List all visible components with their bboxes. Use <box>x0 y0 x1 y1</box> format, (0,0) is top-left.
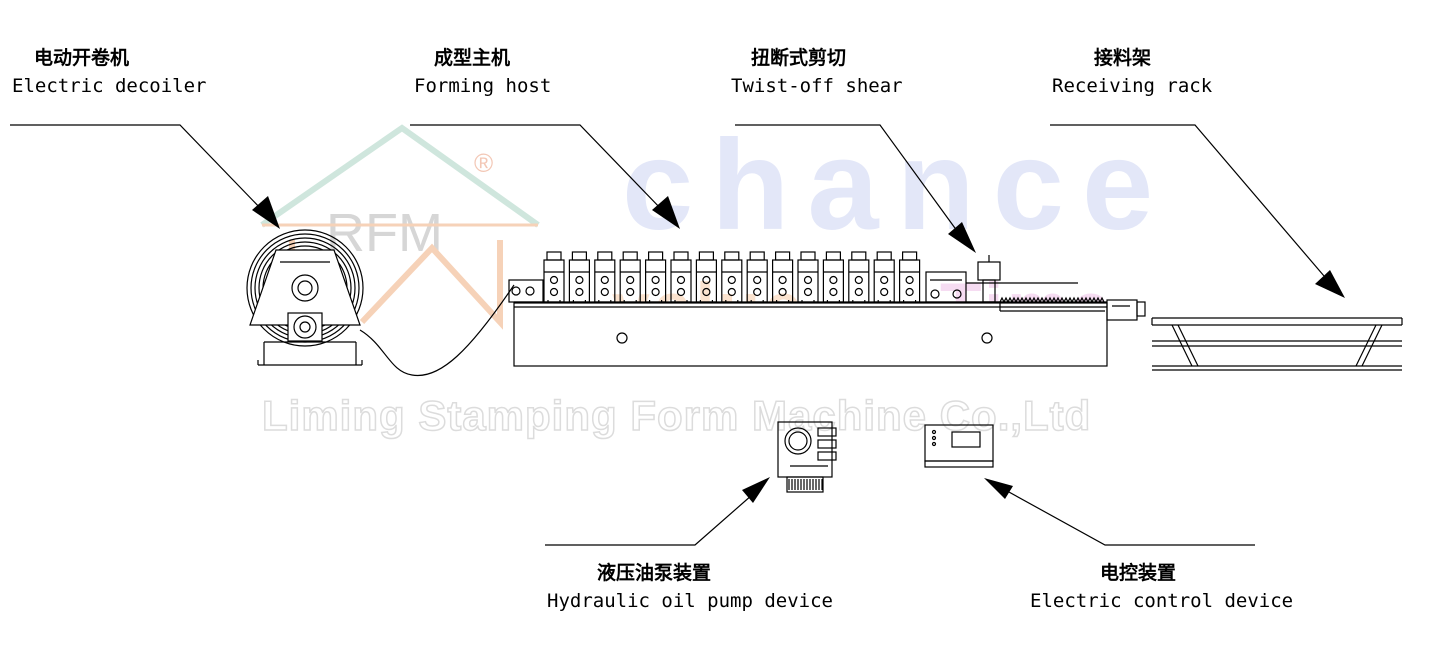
decoiler-machine <box>246 229 364 366</box>
roller-stand <box>721 251 743 303</box>
label-forming-cn: 成型主机 <box>434 47 511 69</box>
label-decoiler-cn: 电动开卷机 <box>34 47 130 69</box>
twist-off-shear-machine <box>925 255 1105 312</box>
forming-host-machine <box>508 251 1108 367</box>
roller-stand <box>797 251 819 303</box>
roller-stand <box>644 251 667 303</box>
roller-stand <box>695 251 718 303</box>
watermark-chance: chance <box>622 114 1172 257</box>
hydraulic-pump-unit <box>777 421 837 493</box>
label-shear: 扭断式剪切 Twist-off shear <box>731 49 903 96</box>
roller-stand <box>873 251 895 303</box>
label-shear-cn: 扭断式剪切 <box>751 47 847 69</box>
label-control-cn: 电控装置 <box>1100 562 1177 584</box>
roller-stand <box>543 251 565 303</box>
end-control-box <box>1106 299 1146 321</box>
label-rack-cn: 接料架 <box>1094 47 1152 69</box>
label-rack-en: Receiving rack <box>1052 75 1213 97</box>
label-control-en: Electric control device <box>1030 590 1294 612</box>
roller-stand <box>771 251 794 303</box>
roller-stand <box>594 251 616 303</box>
roller-stand <box>848 251 870 303</box>
roller-stand <box>898 251 921 303</box>
label-pump-en: Hydraulic oil pump device <box>547 590 833 612</box>
shear-serrated-table <box>999 296 1105 304</box>
label-forming-en: Forming host <box>414 75 552 97</box>
label-control: 电控装置 Electric control device <box>1030 564 1293 611</box>
label-pump: 液压油泵装置 Hydraulic oil pump device <box>547 564 833 611</box>
roller-stand <box>619 251 641 303</box>
label-rack: 接料架 Receiving rack <box>1052 49 1212 96</box>
roller-stand <box>670 251 692 303</box>
roller-stand <box>822 251 845 303</box>
label-decoiler: 电动开卷机 Electric decoiler <box>12 49 206 96</box>
label-pump-cn: 液压油泵装置 <box>597 562 712 584</box>
label-shear-en: Twist-off shear <box>731 75 903 97</box>
roller-stand <box>568 251 591 303</box>
watermark-registered-mark: ® <box>474 148 494 178</box>
label-decoiler-en: Electric decoiler <box>12 75 207 97</box>
electric-control-unit <box>924 424 994 468</box>
leader-lines <box>10 124 1331 546</box>
receiving-rack <box>1151 317 1403 371</box>
label-forming: 成型主机 Forming host <box>414 49 551 96</box>
roller-stand <box>746 251 768 303</box>
strip-feed <box>359 284 515 377</box>
leader-arrowheads <box>252 196 1345 503</box>
